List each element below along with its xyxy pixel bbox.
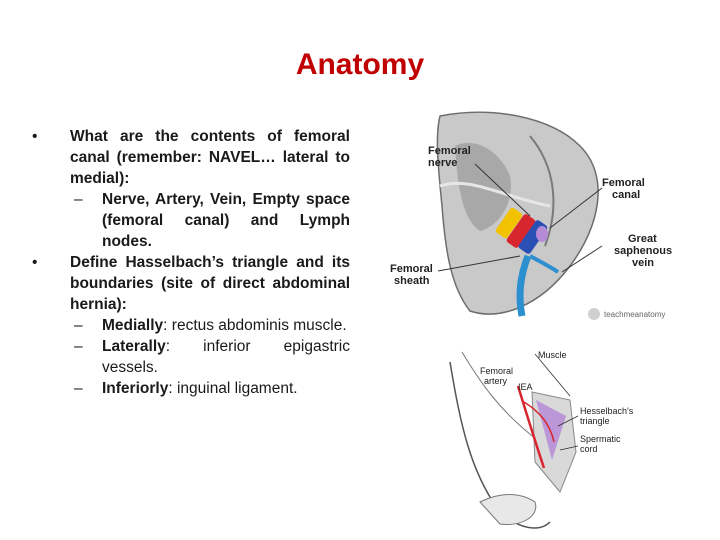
- term-detail: : inguinal ligament.: [168, 380, 298, 397]
- ligament-line: [529, 135, 555, 247]
- bullet-list: • What are the contents of femoral canal…: [24, 126, 350, 399]
- femoral-artery-line: [516, 385, 546, 469]
- term: Medially: [102, 317, 164, 334]
- pointer-line: [549, 187, 603, 229]
- bullet-text: What are the contents of femoral canal (…: [70, 128, 350, 187]
- pointer-line: [437, 255, 521, 272]
- dash-marker: –: [74, 317, 83, 334]
- pointer-line: [557, 415, 579, 427]
- term-detail: : inferior epigastric vessels.: [102, 338, 350, 376]
- saphenous-vein-structure: [516, 254, 532, 317]
- label-muscle: Muscle: [538, 350, 567, 360]
- vein-branch: [529, 254, 560, 274]
- term: Laterally: [102, 338, 166, 355]
- pubic-bone: [479, 494, 537, 526]
- sub-bullet-medially: – Medially: rectus abdominis muscle.: [24, 315, 350, 336]
- slide-title: Anatomy: [295, 48, 425, 81]
- figure-credit: teachmeanatomy: [604, 310, 665, 319]
- femoral-artery-structure: [506, 214, 536, 248]
- dash-marker: –: [74, 338, 83, 355]
- bullet-text: Define Hasselbach’s triangle and its bou…: [70, 254, 350, 313]
- sub-bullet-text: Nerve, Artery, Vein, Empty space (femora…: [102, 191, 350, 250]
- sub-bullet-laterally: – Laterally: inferior epigastric vessels…: [24, 336, 350, 378]
- hesselbach-triangle: [536, 400, 566, 460]
- credit-logo: [588, 308, 600, 320]
- term-detail: : rectus abdominis muscle.: [163, 317, 347, 334]
- bullet-dot: •: [32, 128, 38, 145]
- inguinal-outline: [461, 351, 541, 443]
- bullet-item-hasselbach: • Define Hasselbach’s triangle and its b…: [24, 252, 350, 315]
- label-iea: IEA: [518, 382, 533, 392]
- dash-marker: –: [74, 191, 83, 208]
- femoral-nerve-structure: [495, 207, 523, 239]
- pointer-line: [561, 245, 603, 273]
- pointer-line: [559, 445, 579, 451]
- dash-marker: –: [74, 380, 83, 397]
- sub-bullet-navel: – Nerve, Artery, Vein, Empty space (femo…: [24, 189, 350, 252]
- term: Inferiorly: [102, 380, 169, 397]
- pointer-line: [534, 353, 571, 397]
- pointer-line: [474, 163, 531, 217]
- bullet-dot: •: [32, 254, 38, 271]
- bullet-item-femoral-canal: • What are the contents of femoral canal…: [24, 126, 350, 189]
- inguinal-ligament: [439, 181, 551, 208]
- femoral-canal-space: [536, 226, 548, 242]
- sub-bullet-inferiorly: – Inferiorly: inguinal ligament.: [24, 378, 350, 399]
- iea-vessel-line: [523, 401, 555, 443]
